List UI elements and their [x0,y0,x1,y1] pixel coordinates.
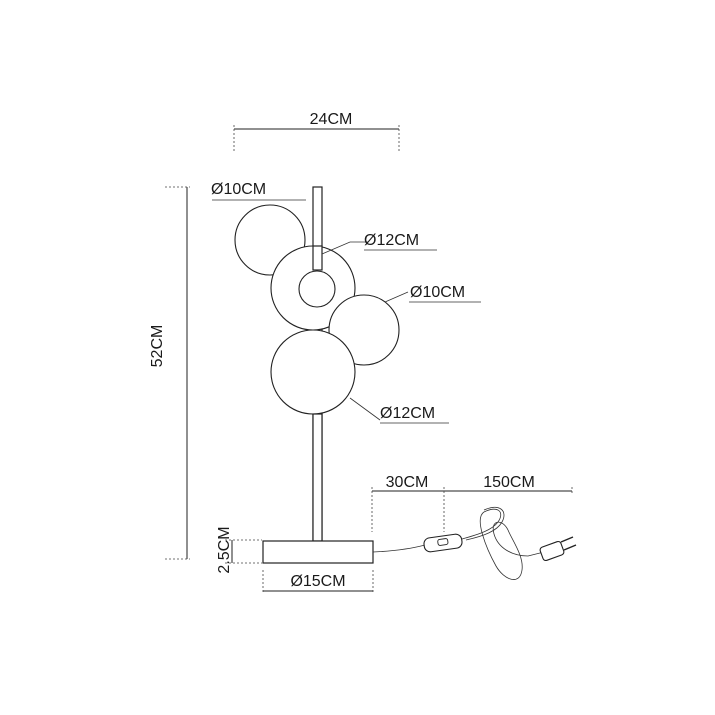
globe-middle-label: Ø12CM [364,232,419,249]
height-label: 52CM [149,325,166,368]
width-dimension: 24CM [233,111,400,152]
lamp-stem-segment [312,245,323,271]
lamp-stem-lower [312,413,323,542]
base-diameter-label: Ø15CM [290,573,345,590]
width-label: 24CM [310,111,353,128]
leader-middle [321,241,368,255]
cord-segment-1 [372,544,426,553]
globe-bottom-label: Ø12CM [380,405,435,422]
globe-middle-socket [298,270,336,308]
base-height-label: 2.5CM [216,526,233,573]
lamp-body [234,186,400,564]
globe-bottom [270,329,356,415]
globe-top-left-label: Ø10CM [211,181,266,198]
globe-right-label: Ø10CM [410,284,465,301]
cord-to-switch-label: 30CM [386,474,429,491]
base-height-dimension: 2.5CM [216,526,262,574]
plug-prong-top [560,536,574,543]
lamp-base [262,540,374,564]
cord-after-switch-label: 150CM [483,474,535,491]
height-dimension: 52CM [149,186,190,560]
power-cord [372,506,577,580]
switch-button [437,538,449,546]
base-diameter-dimension: Ø15CM [262,570,374,594]
cord-coil-2 [465,506,505,541]
leader-bottom [349,397,381,421]
plug-prong-bottom [563,544,577,551]
globe-callouts: Ø10CM Ø12CM Ø10CM Ø12CM [211,181,481,424]
cord-coil [461,508,545,580]
leader-right [384,291,409,303]
cord-dimensions: 30CM 150CM [371,474,573,532]
plug-body [539,540,565,562]
